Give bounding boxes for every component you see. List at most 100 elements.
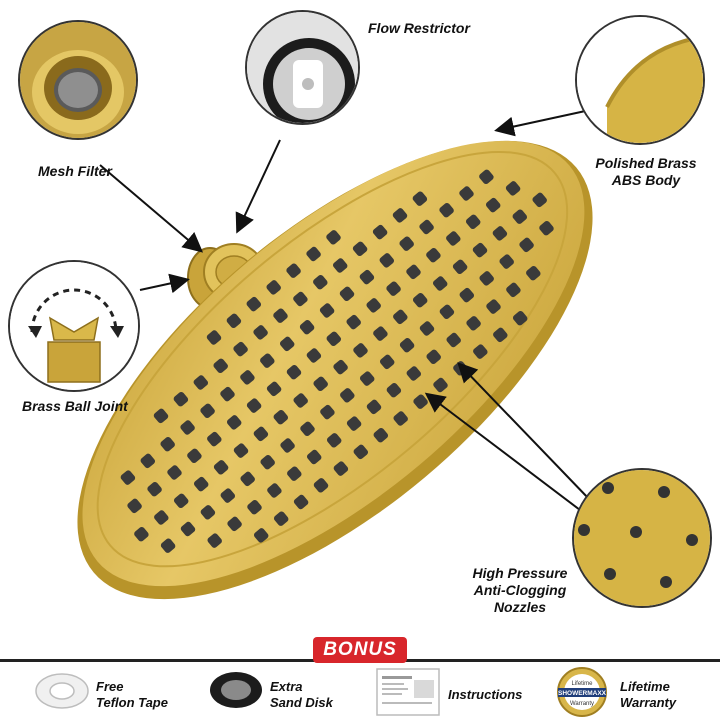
arrow-mesh-filter <box>99 164 204 253</box>
label-polished-brass-line1: Polished Brass <box>595 155 697 171</box>
bonus-item-teflon-line2: Teflon Tape <box>96 695 168 710</box>
nozzle <box>373 326 388 341</box>
nozzle <box>419 321 435 336</box>
arrow-brass-body <box>494 109 591 137</box>
nozzle <box>253 528 269 543</box>
brass-edge-icon <box>577 17 703 143</box>
nozzle <box>173 493 189 509</box>
nozzle <box>220 386 235 402</box>
nozzle <box>293 291 308 307</box>
nozzle <box>246 398 262 413</box>
nozzle <box>519 237 534 253</box>
nozzle <box>353 343 368 358</box>
arrow-flow-restrictor <box>235 139 281 234</box>
nozzle <box>392 208 408 223</box>
nozzle <box>313 376 328 392</box>
label-polished-brass-line2: ABS Body <box>611 172 681 188</box>
label-flow-restrictor: Flow Restrictor <box>368 20 470 36</box>
nozzle <box>319 303 335 318</box>
nozzle <box>333 359 348 375</box>
nozzle <box>240 471 255 487</box>
seal-top-text: Lifetime <box>571 681 593 687</box>
nozzle <box>193 375 209 390</box>
nozzle <box>326 433 342 448</box>
nozzle <box>213 460 229 475</box>
nozzle <box>472 242 488 258</box>
nozzle <box>432 276 448 291</box>
nozzle <box>326 331 342 347</box>
warranty-seal-icon: Lifetime SHOWERMAXX Warranty <box>557 667 607 717</box>
polished-brass-circle <box>575 15 705 145</box>
nozzle <box>306 348 322 363</box>
nozzle <box>526 265 541 281</box>
nozzle <box>287 466 302 481</box>
nozzle <box>539 220 554 236</box>
nozzle <box>372 224 388 240</box>
bonus-item-sand-disk: Extra Sand Disk <box>270 679 333 711</box>
nozzle <box>465 214 481 230</box>
nozzle <box>446 231 461 246</box>
nozzle <box>253 426 269 442</box>
nozzle <box>233 341 248 357</box>
nozzle <box>299 319 315 335</box>
label-polished-brass: Polished Brass ABS Body <box>586 155 706 189</box>
nozzle <box>532 192 547 208</box>
nozzle <box>386 382 402 398</box>
nozzle <box>247 499 262 515</box>
nozzle <box>406 264 421 280</box>
nozzle <box>379 253 395 268</box>
nozzle <box>359 269 375 285</box>
nozzle <box>267 483 282 498</box>
nozzle <box>366 399 382 415</box>
nozzle <box>353 444 369 460</box>
nozzle <box>379 354 395 370</box>
nozzle <box>466 316 481 331</box>
arrow-ball-joint <box>139 273 190 294</box>
nozzle <box>160 436 175 452</box>
nozzle <box>160 538 176 553</box>
nozzle <box>207 431 222 447</box>
label-high-pressure-line2: Anti-Clogging <box>473 582 567 598</box>
nozzle <box>366 298 381 313</box>
nozzle <box>226 313 242 329</box>
nozzle <box>413 394 428 409</box>
nozzle <box>273 308 288 323</box>
nozzle <box>313 274 328 290</box>
nozzle <box>154 510 169 525</box>
instructions-icon <box>376 668 440 716</box>
nozzle <box>286 263 301 278</box>
nozzle <box>173 391 189 407</box>
nozzle <box>140 453 156 469</box>
nozzle <box>426 349 441 365</box>
nozzle-grid <box>120 169 554 553</box>
nozzle <box>512 310 528 326</box>
nozzle <box>446 332 461 348</box>
ball-joint-circle <box>8 260 140 392</box>
nozzle <box>300 421 315 437</box>
nozzle <box>226 415 242 430</box>
bonus-item-warranty-line1: Lifetime <box>620 679 670 694</box>
arrow-nozzle-2 <box>424 392 581 511</box>
nozzle <box>180 420 195 435</box>
nozzle <box>266 280 281 295</box>
bonus-item-instructions: Instructions <box>448 687 522 703</box>
nozzle <box>120 470 136 485</box>
nozzle <box>260 353 275 368</box>
flow-restrictor-circle <box>245 10 360 125</box>
nozzle <box>320 404 335 420</box>
nozzle <box>412 292 428 308</box>
label-mesh-filter: Mesh Filter <box>38 163 112 179</box>
nozzle <box>233 443 249 458</box>
flow-restrictor-icon <box>247 12 358 123</box>
nozzle <box>326 230 341 245</box>
bonus-item-sand-disk-line2: Sand Disk <box>270 695 333 710</box>
nozzle <box>266 381 282 397</box>
nozzle <box>419 219 434 235</box>
nozzle <box>246 296 262 312</box>
bonus-item-instructions-line1: Instructions <box>448 687 523 702</box>
bonus-badge: BONUS <box>313 637 407 663</box>
nozzle <box>286 364 302 380</box>
nozzle <box>499 254 514 269</box>
nozzle <box>293 393 308 408</box>
nozzle <box>260 454 275 470</box>
